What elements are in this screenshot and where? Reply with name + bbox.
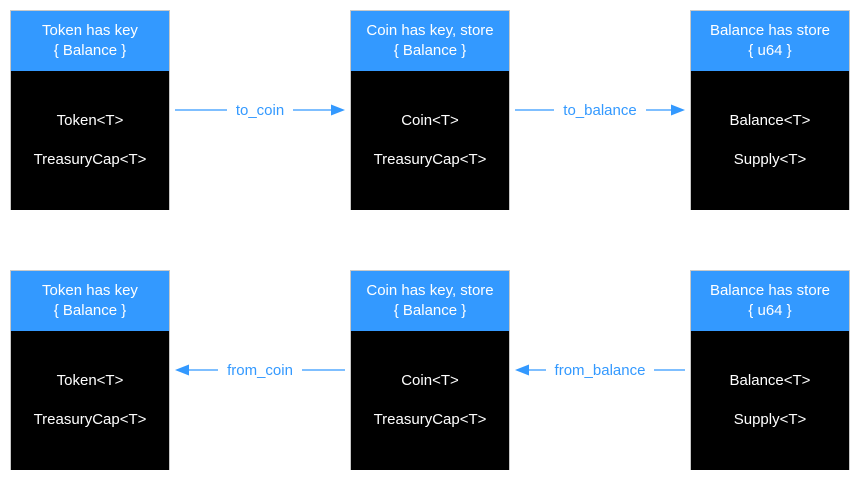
bottom-balance-header: Balance has store { u64 } [691,271,849,331]
bottom-balance-box: Balance has store { u64 } Balance<T> Sup… [690,270,850,470]
top-balance-item-balance: Balance<T> [729,112,811,129]
bottom-coin-item-coin: Coin<T> [401,372,459,389]
top-coin-item-coin: Coin<T> [401,112,459,129]
top-token-header-fields: { Balance } [53,42,127,59]
bottom-balance-item-balance: Balance<T> [729,372,811,389]
top-balance-header-fields: { u64 } [748,42,792,59]
bottom-coin-header-fields: { Balance } [393,302,467,319]
arrow-to-coin: to_coin [175,100,345,120]
arrow-to-coin-label: to_coin [236,102,284,119]
top-coin-box: Coin has key, store { Balance } Coin<T> … [350,10,510,210]
bottom-token-item-treasury-cap: TreasuryCap<T> [33,411,147,428]
top-coin-body: Coin<T> TreasuryCap<T> [351,71,509,210]
top-token-header: Token has key { Balance } [11,11,169,71]
arrow-to-balance: to_balance [515,100,685,120]
top-balance-header: Balance has store { u64 } [691,11,849,71]
arrow-from-balance: from_balance [515,360,685,380]
top-balance-item-supply: Supply<T> [733,151,807,168]
top-balance-header-title: Balance has store [709,22,831,39]
top-token-body: Token<T> TreasuryCap<T> [11,71,169,210]
top-token-item-treasury-cap: TreasuryCap<T> [33,151,147,168]
top-coin-header-fields: { Balance } [393,42,467,59]
bottom-balance-body: Balance<T> Supply<T> [691,331,849,470]
bottom-coin-box: Coin has key, store { Balance } Coin<T> … [350,270,510,470]
bottom-coin-header: Coin has key, store { Balance } [351,271,509,331]
bottom-balance-header-title: Balance has store [709,282,831,299]
bottom-balance-item-supply: Supply<T> [733,411,807,428]
bottom-token-header-fields: { Balance } [53,302,127,319]
top-coin-header: Coin has key, store { Balance } [351,11,509,71]
bottom-balance-header-fields: { u64 } [748,302,792,319]
bottom-token-box: Token has key { Balance } Token<T> Treas… [10,270,170,470]
top-token-item-token: Token<T> [56,112,124,129]
bottom-token-item-token: Token<T> [56,372,124,389]
bottom-coin-body: Coin<T> TreasuryCap<T> [351,331,509,470]
bottom-token-body: Token<T> TreasuryCap<T> [11,331,169,470]
top-balance-box: Balance has store { u64 } Balance<T> Sup… [690,10,850,210]
top-balance-body: Balance<T> Supply<T> [691,71,849,210]
arrow-from-coin: from_coin [175,360,345,380]
arrow-from-balance-label: from_balance [555,362,646,379]
top-token-box: Token has key { Balance } Token<T> Treas… [10,10,170,210]
arrow-to-balance-label: to_balance [563,102,636,119]
bottom-coin-header-title: Coin has key, store [366,282,494,299]
bottom-token-header-title: Token has key [42,282,138,299]
bottom-coin-item-treasury-cap: TreasuryCap<T> [373,411,487,428]
arrow-from-coin-label: from_coin [227,362,293,379]
top-coin-item-treasury-cap: TreasuryCap<T> [373,151,487,168]
bottom-token-header: Token has key { Balance } [11,271,169,331]
top-token-header-title: Token has key [42,22,138,39]
top-coin-header-title: Coin has key, store [366,22,494,39]
